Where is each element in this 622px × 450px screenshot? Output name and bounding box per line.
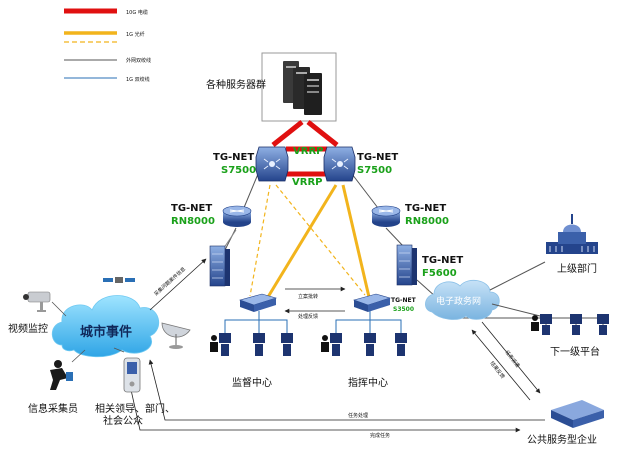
- server-group: 各种服务器群: [206, 52, 337, 122]
- phone-link: [113, 347, 125, 353]
- collector-label: 信息采集员: [28, 402, 78, 415]
- core-right-model: S7500: [357, 165, 392, 176]
- center-arrows: [284, 286, 346, 314]
- core-right-brand: TG-NET: [357, 152, 398, 163]
- core-switch-left: [255, 146, 289, 182]
- camera-link: [51, 301, 67, 317]
- bottom-arrows: [124, 359, 545, 433]
- cloud-upload-arrow: [149, 258, 207, 311]
- firewall-left: [209, 245, 230, 287]
- satellite-icon: [103, 277, 135, 283]
- collector-icon: [50, 360, 73, 390]
- core-10g-links: [271, 120, 339, 177]
- mobile-phone-icon: [123, 357, 141, 393]
- gov-dispatch-label: 任务派遣: [503, 349, 521, 369]
- command-center-label: 指挥中心: [348, 376, 388, 389]
- access-switch-left: [239, 293, 278, 312]
- monitor-center-label: 监督中心: [232, 376, 272, 389]
- core-left-brand: TG-NET: [213, 152, 254, 163]
- legend-1g-twisted-label: 1G 双绞线: [126, 76, 150, 83]
- switch-right-model: S3500: [393, 306, 414, 313]
- superior-building-icon: [546, 214, 598, 254]
- router-left-model: RN8000: [171, 216, 215, 227]
- firewall-right-brand: TG-NET: [422, 255, 463, 266]
- enterprise-label: 公共服务型企业: [527, 433, 597, 446]
- gov-net-cloud: 电子政务网: [425, 279, 500, 320]
- collector-link: [71, 349, 86, 363]
- switch-right-brand: TG-NET: [391, 297, 417, 304]
- public-label-line2: 社会公众: [103, 414, 143, 427]
- workstations-monitor-center: [210, 333, 293, 356]
- workstations-subordinate: [531, 314, 609, 335]
- router-left-brand: TG-NET: [171, 203, 212, 214]
- govnet-links: [489, 261, 546, 317]
- task-complete-label: 完成任务: [370, 432, 390, 439]
- server-rack-icon: [283, 61, 322, 115]
- fiber-links: [249, 184, 371, 298]
- govnet-enterprise-arrows: [471, 321, 541, 401]
- city-event-label: 城市事件: [80, 324, 132, 340]
- video-label: 视频监控: [8, 322, 48, 335]
- router-left: [222, 205, 252, 227]
- camera-icon: [23, 291, 51, 312]
- gov-feedback-label: 结果反馈: [488, 360, 506, 380]
- public-label-line1: 相关领导、部门、: [95, 402, 175, 415]
- legend-external-label: 外网双绞线: [126, 57, 151, 64]
- router-right-model: RN8000: [405, 216, 449, 227]
- vrrp-label-mid: VRRP: [292, 177, 322, 188]
- arrow-to-command-label: 立案批转: [298, 293, 318, 300]
- legend-1g-fiber-label: 1G 光纤: [126, 31, 145, 38]
- satellite-dish-icon: [161, 322, 191, 349]
- vrrp-label-top: VRRP: [293, 146, 323, 157]
- gov-net-label: 电子政务网: [436, 295, 481, 307]
- subordinate-label: 下一级平台: [550, 345, 600, 358]
- cloud-upload-label: 采集问题案件信息: [153, 266, 187, 298]
- enterprise-building-icon: [551, 400, 604, 428]
- legend: 10G 电缆 1G 光纤 外网双绞线 1G 双绞线: [64, 8, 151, 83]
- access-switch-right: [353, 293, 392, 312]
- task-handle-label: 任务处理: [348, 412, 368, 419]
- firewall-right: [396, 244, 417, 286]
- core-left-model: S7500: [221, 165, 256, 176]
- core-switch-right: [323, 146, 356, 182]
- arrow-to-monitor-label: 处理反馈: [298, 313, 318, 320]
- city-event-cloud: 城市事件: [51, 295, 160, 358]
- legend-10g-label: 10G 电缆: [126, 9, 148, 16]
- superior-label: 上级部门: [557, 262, 597, 275]
- server-group-label: 各种服务器群: [206, 78, 266, 91]
- firewall-right-model: F5600: [422, 268, 457, 279]
- router-right: [371, 205, 401, 227]
- router-right-brand: TG-NET: [405, 203, 446, 214]
- workstations-command-center: [321, 333, 407, 356]
